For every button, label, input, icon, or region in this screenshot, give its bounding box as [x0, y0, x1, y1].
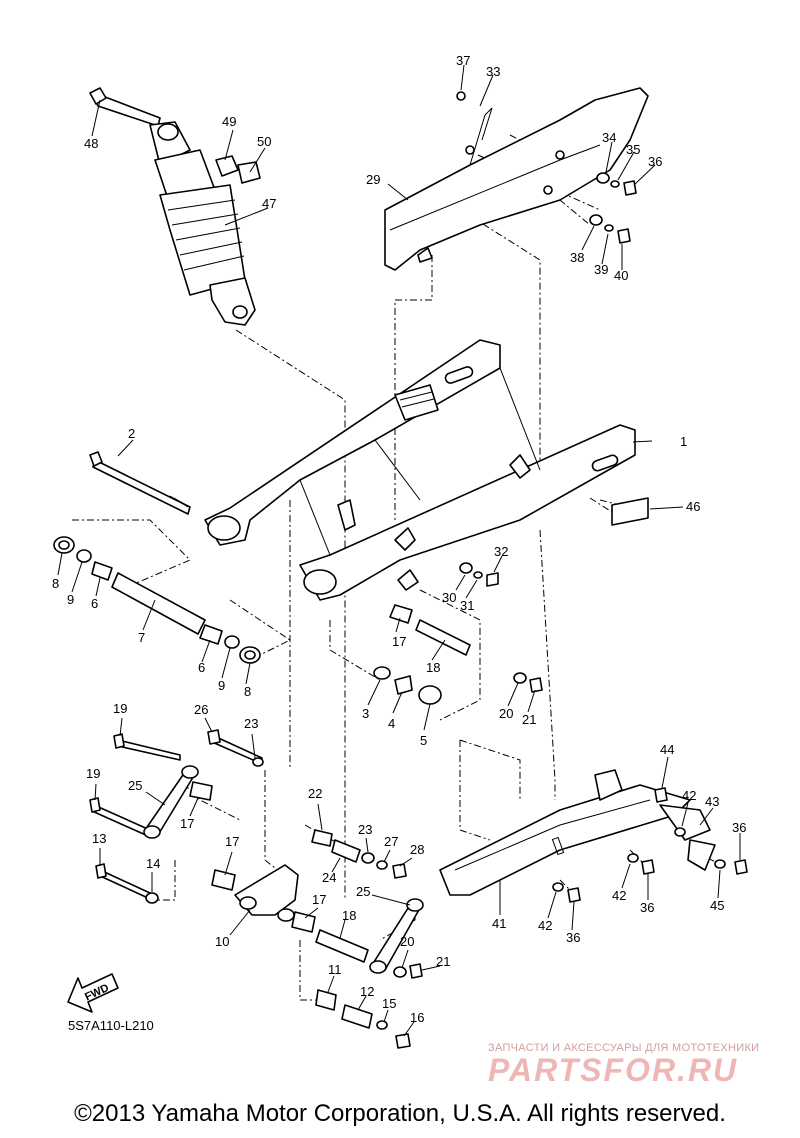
callout-42: 42 [682, 788, 696, 803]
callout-12: 12 [360, 984, 374, 999]
callout-49: 49 [222, 114, 236, 129]
callout-20b: 20 [400, 934, 414, 949]
watermark-caption: ЗАПЧАСТИ И АКСЕССУАРЫ ДЛЯ МОТОТЕХНИКИ [488, 1042, 760, 1054]
callout-15: 15 [382, 996, 396, 1011]
callout-25: 25 [128, 778, 142, 793]
callout-19: 19 [113, 701, 127, 716]
fwd-arrow-icon: FWD [67, 973, 119, 1013]
callout-19b: 19 [86, 766, 100, 781]
callout-11: 11 [328, 962, 342, 977]
callout-numbers: 1 2 3 4 5 6 6 7 8 8 9 9 10 11 12 13 14 1… [52, 53, 746, 1025]
callout-25b: 25 [356, 884, 370, 899]
diagram-code: 5S7A110-L210 [68, 1018, 154, 1033]
callout-17c: 17 [225, 834, 239, 849]
callout-44: 44 [660, 742, 674, 757]
callout-42c: 42 [538, 918, 552, 933]
callout-9: 9 [67, 592, 74, 607]
callout-9b: 9 [218, 678, 225, 693]
callout-32: 32 [494, 544, 508, 559]
callout-30: 30 [442, 590, 456, 605]
callout-38: 38 [570, 250, 584, 265]
callout-4: 4 [388, 716, 395, 731]
callout-45: 45 [710, 898, 724, 913]
linkage-assembly [89, 729, 424, 1049]
callout-21b: 21 [436, 954, 450, 969]
callout-26: 26 [194, 702, 208, 717]
rear-shock-absorber [89, 87, 261, 326]
callout-28: 28 [410, 842, 424, 857]
swingarm [204, 339, 636, 601]
callout-24: 24 [322, 870, 336, 885]
pivot-shaft [89, 451, 191, 515]
callout-10: 10 [215, 934, 229, 949]
callout-18: 18 [426, 660, 440, 675]
callout-36b: 36 [566, 930, 580, 945]
label-plate [611, 497, 649, 526]
callout-6b: 6 [198, 660, 205, 675]
callout-37: 37 [456, 53, 470, 68]
callout-2: 2 [128, 426, 135, 441]
callout-46: 46 [686, 499, 700, 514]
callout-39: 39 [594, 262, 608, 277]
callout-20: 20 [499, 706, 513, 721]
callout-7: 7 [138, 630, 145, 645]
callout-17d: 17 [312, 892, 326, 907]
callout-21: 21 [522, 712, 536, 727]
callout-50: 50 [257, 134, 271, 149]
callout-17: 17 [392, 634, 406, 649]
callout-14: 14 [146, 856, 160, 871]
callout-17b: 17 [180, 816, 194, 831]
callout-35: 35 [626, 142, 640, 157]
callout-36d: 36 [732, 820, 746, 835]
callout-34: 34 [602, 130, 616, 145]
callout-8b: 8 [244, 684, 251, 699]
callout-27: 27 [384, 834, 398, 849]
callout-33: 33 [486, 64, 500, 79]
callout-16: 16 [410, 1010, 424, 1025]
callout-5: 5 [420, 733, 427, 748]
callout-29: 29 [366, 172, 380, 187]
chain-case [439, 769, 748, 903]
callout-23b: 23 [358, 822, 372, 837]
chain-guard [384, 87, 649, 271]
callout-1: 1 [680, 434, 687, 449]
callout-6: 6 [91, 596, 98, 611]
copyright-notice: ©2013 Yamaha Motor Corporation, U.S.A. A… [74, 1100, 726, 1127]
callout-40: 40 [614, 268, 628, 283]
callout-47: 47 [262, 196, 276, 211]
callout-23: 23 [244, 716, 258, 731]
callout-13: 13 [92, 831, 106, 846]
guard-fasteners [456, 91, 637, 244]
pivot-hardware [53, 536, 261, 664]
center-hardware [373, 562, 543, 705]
callout-leaders [57, 64, 741, 1037]
callout-41: 41 [492, 916, 506, 931]
callout-18b: 18 [342, 908, 356, 923]
callout-42b: 42 [612, 888, 626, 903]
callout-48: 48 [84, 136, 98, 151]
callout-36: 36 [648, 154, 662, 169]
callout-36c: 36 [640, 900, 654, 915]
callout-22: 22 [308, 786, 322, 801]
watermark-brand-logo: PARTSFOR.RU [488, 1052, 739, 1088]
callout-31: 31 [460, 598, 474, 613]
callout-8: 8 [52, 576, 59, 591]
callout-43: 43 [705, 794, 719, 809]
callout-3: 3 [362, 706, 369, 721]
